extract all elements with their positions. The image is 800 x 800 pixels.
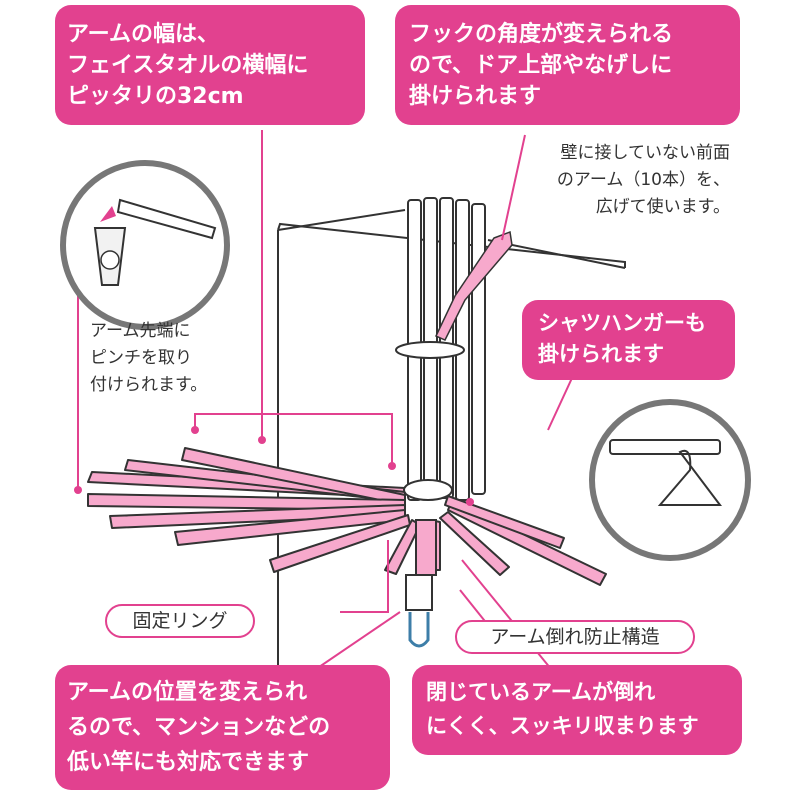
note-front-arms-line-2: のアーム（10本）を、 (556, 170, 730, 190)
callout-arm-position: アームの位置を変えられ るので、マンションなどの 低い竿にも対応できます (55, 665, 390, 790)
shirt-hanger-detail (589, 399, 751, 561)
label-fixing-ring: 固定リング (105, 604, 255, 638)
callout-arm-position-line-3: 低い竿にも対応できます (67, 750, 310, 775)
pinch-detail (60, 160, 230, 330)
callout-closed-arms-line-1: 閉じているアームが倒れ (426, 680, 656, 704)
callout-arm-width: アームの幅は、 フェイスタオルの横幅に ピッタリの32cm (55, 5, 365, 125)
callout-hook-angle-line-3: 掛けられます (409, 84, 542, 109)
closed-arms (395, 197, 486, 501)
callout-arm-position-line-2: るので、マンションなどの (67, 715, 331, 740)
note-pinch: アーム先端に ピンチを取り 付けられます。 (90, 318, 207, 399)
callout-arm-width-line-2: フェイスタオルの横幅に (67, 53, 309, 78)
spread-arms (87, 447, 607, 586)
note-front-arms-line-3: 広げて使います。 (595, 197, 730, 217)
callout-arm-position-line-1: アームの位置を変えられ (67, 680, 308, 705)
center-stem (403, 479, 453, 648)
callout-shirt-hanger-line-2: 掛けられます (538, 342, 664, 366)
leader-dots (74, 426, 474, 506)
leader-lines (77, 130, 579, 681)
callout-closed-arms: 閉じているアームが倒れ にくく、スッキリ収まります (412, 665, 742, 755)
callout-hook-angle-line-1: フックの角度が変えられる (409, 22, 674, 47)
note-front-arms-line-1: 壁に接していない前面 (560, 143, 731, 163)
note-front-arms: 壁に接していない前面 のアーム（10本）を、 広げて使います。 (530, 140, 730, 221)
hook-strap (434, 230, 513, 341)
note-pinch-line-2: ピンチを取り (90, 348, 192, 368)
callout-hook-angle: フックの角度が変えられる ので、ドア上部やなげしに 掛けられます (395, 5, 740, 125)
note-pinch-line-3: 付けられます。 (90, 375, 208, 395)
callout-closed-arms-line-2: にくく、スッキリ収まります (426, 714, 699, 738)
callout-hook-angle-line-2: ので、ドア上部やなげしに (409, 53, 673, 78)
callout-arm-width-line-1: アームの幅は、 (67, 22, 220, 47)
note-pinch-line-1: アーム先端に (90, 321, 191, 341)
callout-arm-width-line-3: ピッタリの32cm (67, 84, 244, 109)
callout-shirt-hanger-line-1: シャツハンガーも (538, 311, 706, 335)
callout-shirt-hanger: シャツハンガーも 掛けられます (522, 300, 735, 380)
label-fall-prevention: アーム倒れ防止構造 (455, 620, 695, 654)
